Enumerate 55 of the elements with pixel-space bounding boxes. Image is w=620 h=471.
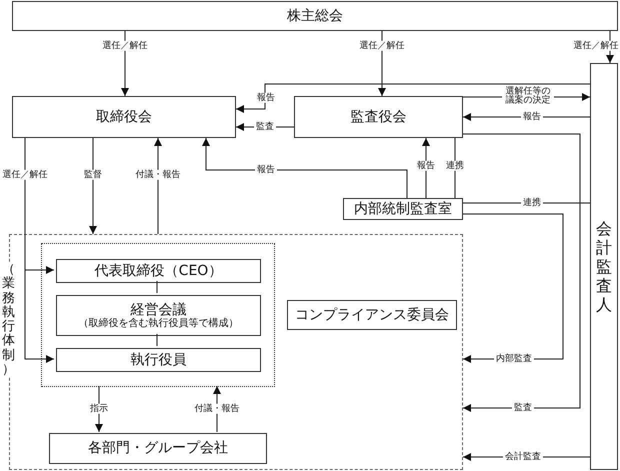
box-subtitle: （取締役を含む執行役員等で構成） bbox=[78, 318, 238, 330]
edge-label: 選解任等の議案の決定 bbox=[502, 88, 554, 106]
edge-label: 報告 bbox=[255, 164, 277, 176]
arrow bbox=[236, 84, 590, 113]
org-box bbox=[12, 96, 236, 138]
connector-line bbox=[156, 334, 158, 346]
edge-label: 指示 bbox=[88, 404, 110, 414]
org-box bbox=[590, 63, 618, 470]
box-title: 代表取締役（CEO） bbox=[94, 262, 222, 280]
arrow bbox=[202, 138, 408, 198]
org-box bbox=[12, 1, 618, 31]
edge-label: 連携 bbox=[444, 160, 466, 172]
edge-label: 内部監査 bbox=[494, 354, 534, 364]
edge-label: 報告 bbox=[255, 92, 277, 104]
box-title: 内部統制監査室 bbox=[354, 200, 452, 218]
edge-label: 付議・報告 bbox=[192, 404, 242, 414]
org-box bbox=[343, 198, 463, 220]
arrow bbox=[462, 113, 590, 121]
edge-label: 会計監査 bbox=[503, 452, 543, 462]
edge-label: 監督 bbox=[82, 170, 104, 180]
box-title: 各部門・グループ会社 bbox=[88, 440, 228, 457]
box-title: 株主総会 bbox=[287, 8, 343, 24]
edge-label: 報告 bbox=[521, 112, 543, 122]
org-box bbox=[49, 433, 267, 464]
arrow bbox=[462, 134, 580, 412]
box-title: 取締役会 bbox=[96, 108, 152, 126]
arrow bbox=[154, 138, 162, 234]
edge-label: 連携 bbox=[521, 198, 543, 208]
edge-label: 監査 bbox=[512, 402, 534, 414]
arrow bbox=[422, 138, 430, 198]
box-title: 会計監査人 bbox=[596, 218, 612, 314]
edge-label: 付議・報告 bbox=[134, 170, 182, 180]
box-title: 監査役会 bbox=[350, 108, 406, 126]
box-title: 経営会議 bbox=[130, 302, 186, 318]
edge-label: 選任／解任 bbox=[0, 170, 50, 180]
group-title: （業務執行体制） bbox=[2, 263, 15, 378]
box-title: 執行役員 bbox=[130, 352, 186, 368]
edge-label: 報告 bbox=[415, 160, 437, 172]
arrow bbox=[89, 138, 97, 234]
box-title: コンプライアンス委員会 bbox=[295, 306, 449, 324]
edge-label: 監査 bbox=[254, 122, 276, 132]
org-box bbox=[56, 348, 261, 372]
arrow bbox=[236, 123, 294, 131]
connector-line bbox=[156, 280, 158, 294]
org-box bbox=[294, 96, 463, 138]
connector-line bbox=[454, 138, 456, 198]
edge-label: 選任／解任 bbox=[100, 40, 150, 52]
org-box bbox=[56, 295, 261, 336]
edge-label: 選任／解任 bbox=[358, 40, 406, 52]
connector-line bbox=[462, 202, 590, 204]
edge-label: 選任／解任 bbox=[572, 40, 620, 52]
org-box bbox=[287, 300, 457, 330]
arrow bbox=[95, 386, 103, 432]
dotted-group-frame bbox=[41, 243, 275, 387]
org-box bbox=[56, 259, 261, 283]
